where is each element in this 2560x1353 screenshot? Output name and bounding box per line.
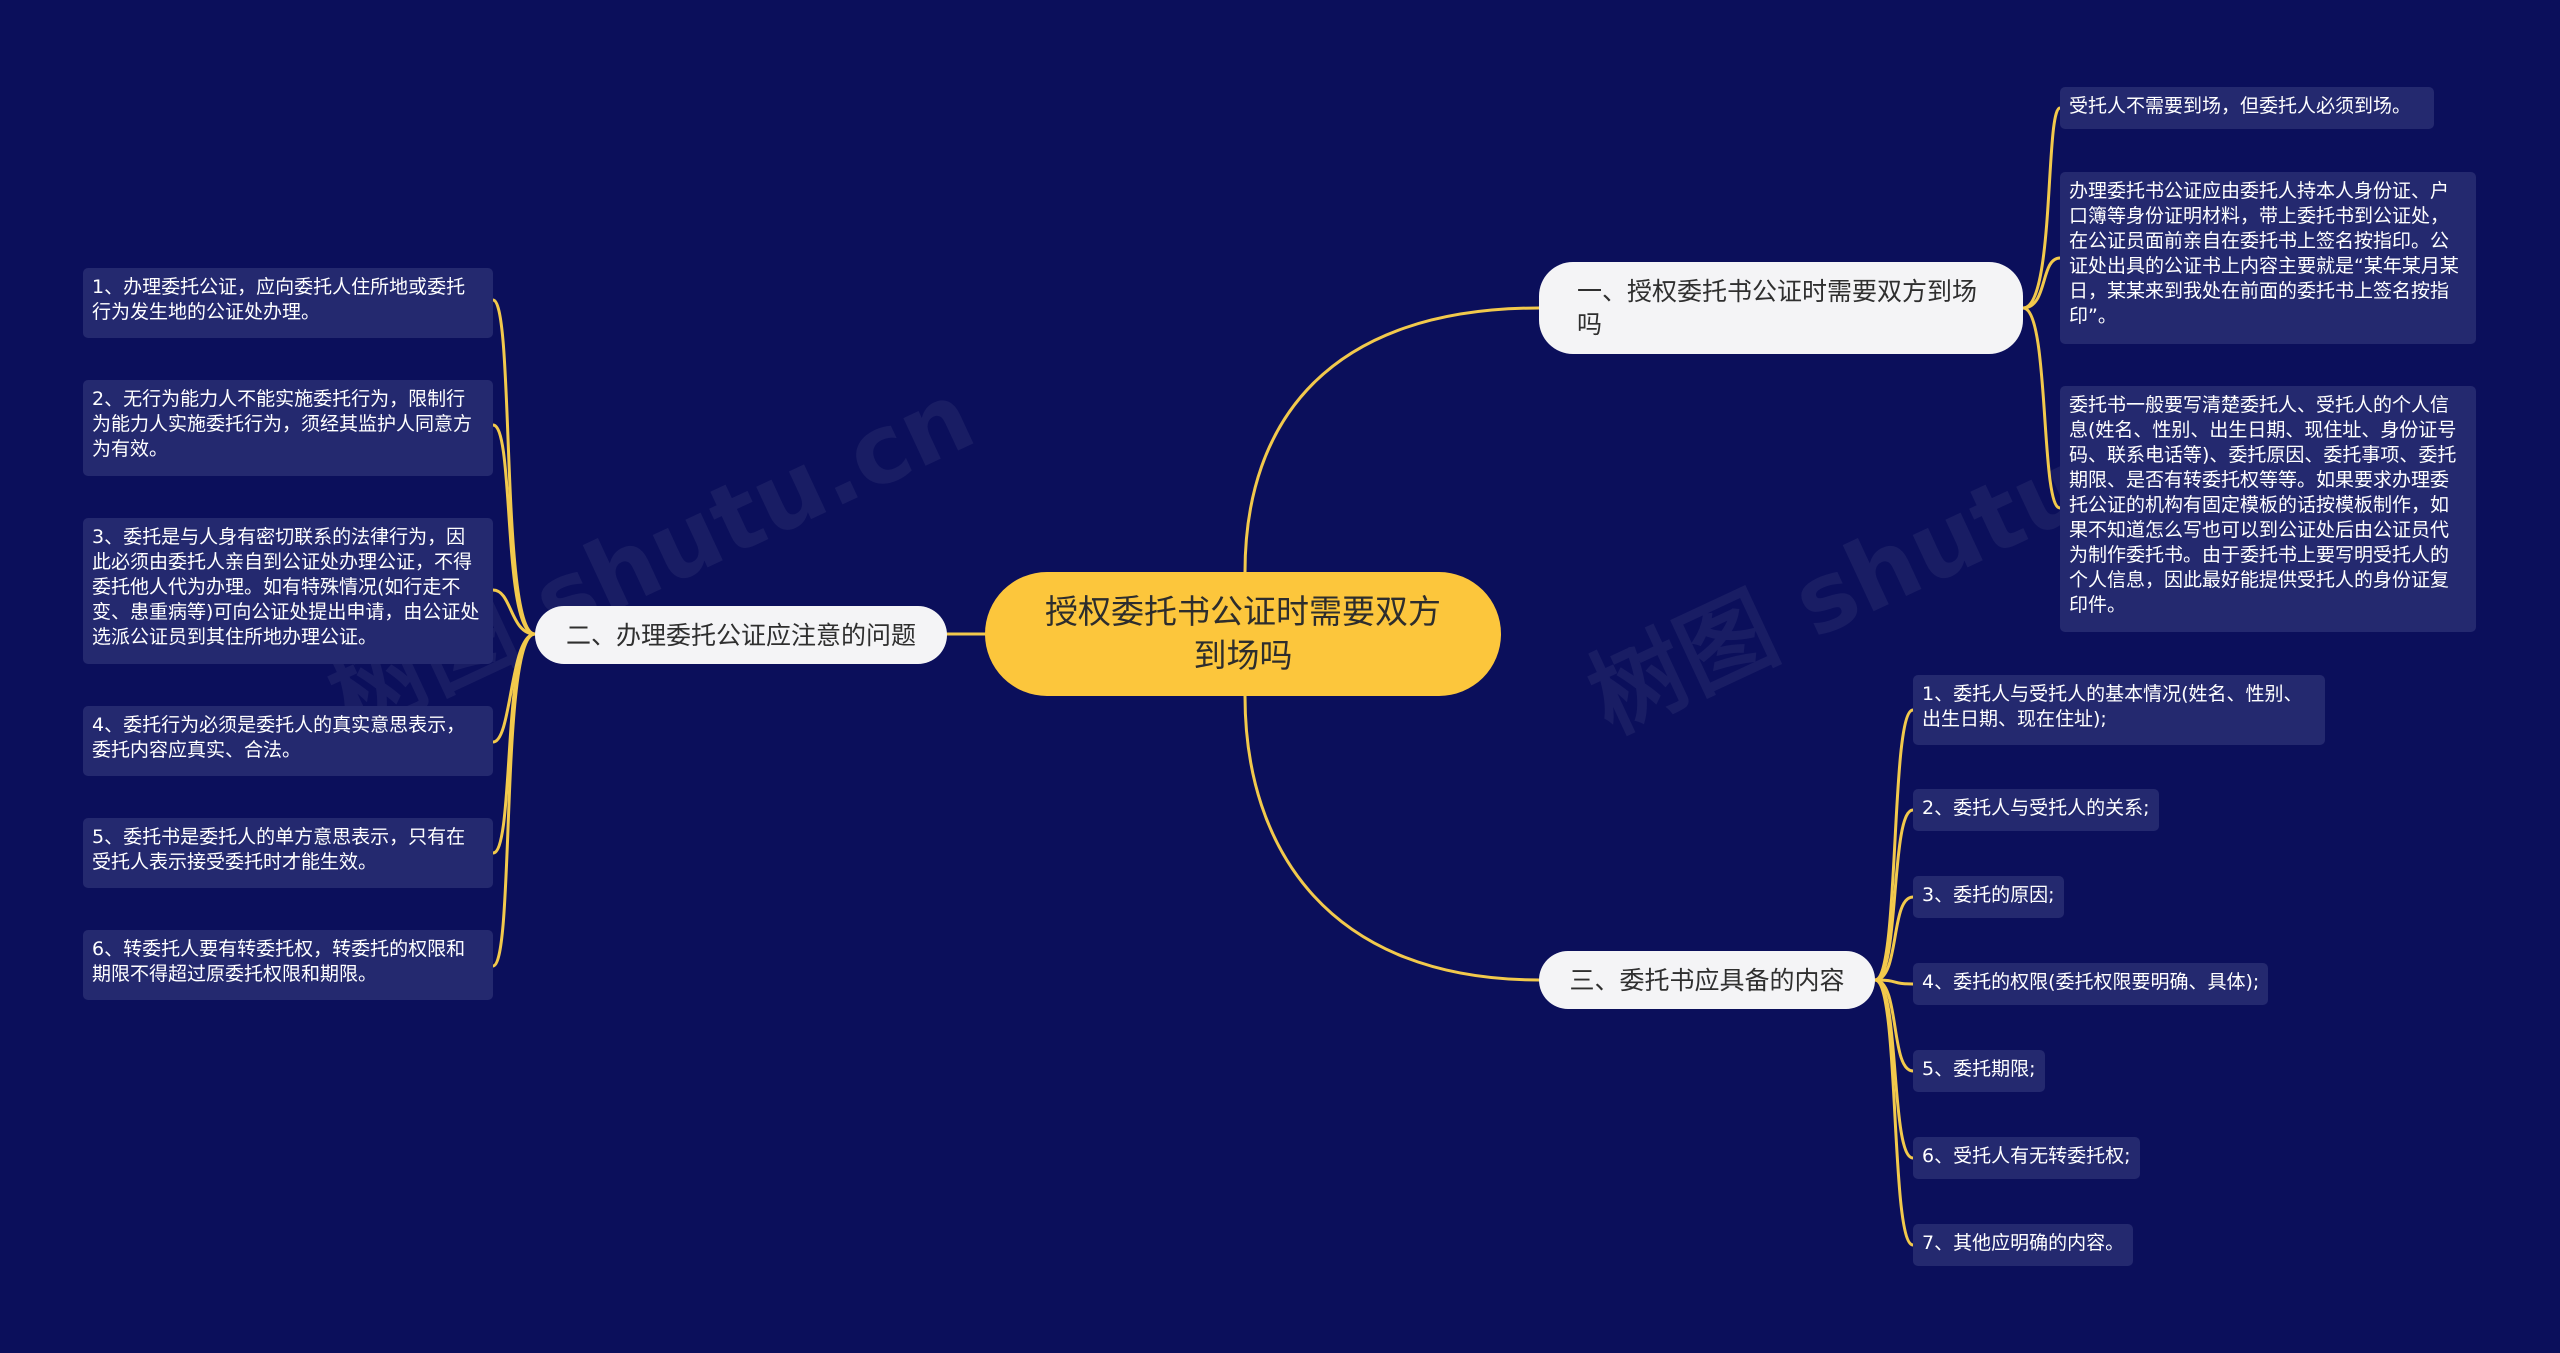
b3-leaf-7-text: 7、其他应明确的内容。 [1922, 1232, 2125, 1254]
b3-leaf-4-text: 4、委托的权限(委托权限要明确、具体); [1922, 971, 2260, 993]
b3-leaf-4[interactable]: 4、委托的权限(委托权限要明确、具体); [1913, 963, 2269, 1005]
b2-leaf-5[interactable]: 5、委托书是委托人的单方意思表示，只有在受托人表示接受委托时才能生效。 [83, 818, 493, 888]
b2-leaf-3[interactable]: 3、委托是与人身有密切联系的法律行为，因此必须由委托人亲自到公证处办理公证，不得… [83, 518, 493, 664]
b2-leaf-2-text: 2、无行为能力人不能实施委托行为，限制行为能力人实施委托行为，须经其监护人同意方… [92, 388, 473, 460]
b1-leaf-1[interactable]: 受托人不需要到场，但委托人必须到场。 [2060, 87, 2434, 129]
connector-b2-leaf-2 [491, 423, 537, 636]
b3-leaf-1[interactable]: 1、委托人与受托人的基本情况(姓名、性别、出生日期、现在住址); [1913, 675, 2325, 745]
b1-leaf-2[interactable]: 办理委托书公证应由委托人持本人身份证、户口簿等身份证明材料，带上委托书到公证处，… [2060, 172, 2476, 344]
b2-leaf-6-text: 6、转委托人要有转委托权，转委托的权限和期限不得超过原委托权限和期限。 [92, 938, 466, 985]
connector-b2-leaf-6 [491, 632, 537, 968]
b2-leaf-4[interactable]: 4、委托行为必须是委托人的真实意思表示，委托内容应真实、合法。 [83, 706, 493, 776]
connector-b3-leaf-1 [1873, 708, 1915, 982]
b3-leaf-5-text: 5、委托期限; [1922, 1058, 2036, 1080]
connector-b1-leaf-1 [2021, 106, 2062, 310]
b3-leaf-6[interactable]: 6、受托人有无转委托权; [1913, 1137, 2140, 1179]
b2-leaf-5-text: 5、委托书是委托人的单方意思表示，只有在受托人表示接受委托时才能生效。 [92, 826, 466, 873]
branch-topic-3-label: 三、委托书应具备的内容 [1569, 965, 1845, 995]
b1-leaf-3-text: 委托书一般要写清楚委托人、受托人的个人信息(姓名、性别、出生日期、现住址、身份证… [2069, 394, 2457, 616]
b2-leaf-3-text: 3、委托是与人身有密切联系的法律行为，因此必须由委托人亲自到公证处办理公证，不得… [92, 526, 480, 648]
connector-root-branch-3 [1243, 694, 1541, 982]
connector-root-branch-1 [1243, 306, 1541, 574]
b3-leaf-5[interactable]: 5、委托期限; [1913, 1050, 2045, 1092]
b2-leaf-4-text: 4、委托行为必须是委托人的真实意思表示，委托内容应真实、合法。 [92, 714, 466, 761]
branch-topic-2-label: 二、办理委托公证应注意的问题 [565, 620, 916, 650]
b3-leaf-7[interactable]: 7、其他应明确的内容。 [1913, 1224, 2134, 1266]
b2-leaf-1[interactable]: 1、办理委托公证，应向委托人住所地或委托行为发生地的公证处办理。 [83, 268, 493, 338]
branch-topic-2[interactable]: 二、办理委托公证应注意的问题 [535, 606, 947, 664]
connector-b1-leaf-2 [2021, 256, 2062, 310]
connector-b3-leaf-2 [1873, 808, 1915, 982]
connector-b2-leaf-5 [491, 632, 537, 855]
branch-topic-1-label: 一、授权委托书公证时需要双方到场吗 [1577, 277, 1978, 339]
connector-b2-leaf-3 [491, 588, 537, 636]
b2-leaf-1-text: 1、办理委托公证，应向委托人住所地或委托行为发生地的公证处办理。 [92, 276, 466, 323]
b2-leaf-2[interactable]: 2、无行为能力人不能实施委托行为，限制行为能力人实施委托行为，须经其监护人同意方… [83, 380, 493, 476]
connector-b1-leaf-3 [2021, 306, 2062, 510]
b3-leaf-1-text: 1、委托人与受托人的基本情况(姓名、性别、出生日期、现在住址); [1922, 683, 2303, 730]
connector-b3-leaf-3 [1873, 895, 1915, 982]
b3-leaf-2[interactable]: 2、委托人与受托人的关系; [1913, 789, 2159, 831]
root-topic-label: 授权委托书公证时需要双方到场吗 [1045, 592, 1441, 675]
connector-b2-leaf-1 [491, 298, 537, 636]
b3-leaf-2-text: 2、委托人与受托人的关系; [1922, 797, 2150, 819]
connector-b3-leaf-7 [1873, 978, 1915, 1247]
root-topic[interactable]: 授权委托书公证时需要双方到场吗 [985, 572, 1501, 696]
b1-leaf-1-text: 受托人不需要到场，但委托人必须到场。 [2069, 95, 2412, 117]
b3-leaf-3[interactable]: 3、委托的原因; [1913, 876, 2064, 918]
b2-leaf-6[interactable]: 6、转委托人要有转委托权，转委托的权限和期限不得超过原委托权限和期限。 [83, 930, 493, 1000]
b1-leaf-3[interactable]: 委托书一般要写清楚委托人、受托人的个人信息(姓名、性别、出生日期、现住址、身份证… [2060, 386, 2476, 632]
branch-topic-3[interactable]: 三、委托书应具备的内容 [1539, 951, 1875, 1009]
b1-leaf-2-text: 办理委托书公证应由委托人持本人身份证、户口簿等身份证明材料，带上委托书到公证处，… [2069, 180, 2459, 327]
b3-leaf-3-text: 3、委托的原因; [1922, 884, 2055, 906]
branch-topic-1[interactable]: 一、授权委托书公证时需要双方到场吗 [1539, 262, 2023, 354]
b3-leaf-6-text: 6、受托人有无转委托权; [1922, 1145, 2131, 1167]
